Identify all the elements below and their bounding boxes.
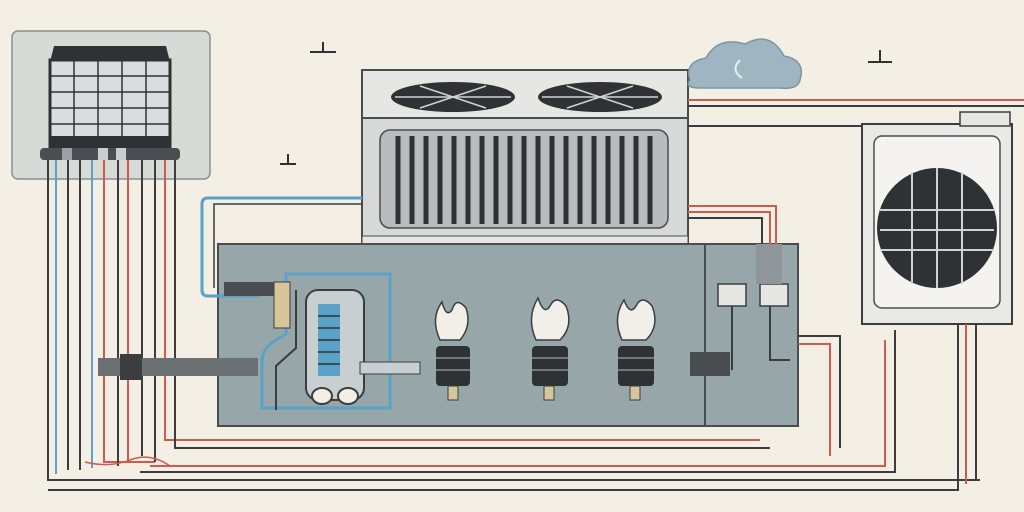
air-handler-icon [11, 30, 211, 180]
filter-icon [260, 272, 392, 410]
red-pipe-squiggle [84, 456, 171, 467]
outdoor-unit-icon [861, 111, 1013, 325]
furnace-flame-icon [434, 296, 656, 401]
left-pipe-bundle [47, 160, 980, 481]
cloud-icon [687, 38, 802, 90]
pipe-connectors [98, 282, 730, 380]
blue-pipe-loop [200, 196, 362, 298]
control-box-icon [688, 205, 841, 456]
condenser-unit-icon [361, 69, 689, 247]
right-pipe-bundle [48, 324, 977, 491]
outlet-icon [280, 42, 892, 165]
top-right-pipes [688, 99, 1024, 127]
